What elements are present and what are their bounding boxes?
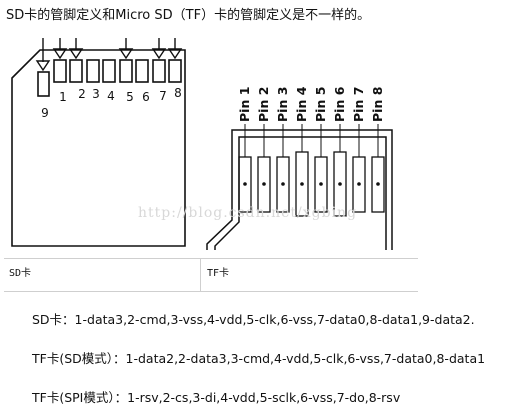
tf-spi-mode-description: TF卡(SPI模式）：1-rsv,2-cs,3-di,4-vdd,5-sclk,… (32, 390, 401, 405)
tf-pin-label: Pin 2 (256, 87, 271, 122)
sd-pin-number: 4 (107, 89, 115, 103)
sd-pin-number: 6 (142, 90, 150, 104)
tf-sd-mode-description: TF卡(SD模式）：1-data2,2-data3,3-cmd,4-vdd,5-… (32, 351, 486, 366)
sd-pad-5 (119, 59, 133, 83)
tf-pad-dot (319, 182, 323, 186)
sd-card-arrows (35, 38, 183, 72)
arrow-head (52, 48, 68, 60)
tf-pin-label: Pin 3 (275, 87, 290, 122)
watermark: http://blog.csdn.net/xgbing (138, 205, 358, 221)
sd-pin-number-9: 9 (41, 106, 49, 120)
sd-pin-number: 8 (174, 86, 182, 100)
tf-card-inner-outline (214, 136, 387, 250)
tf-pin-label: Pin 4 (294, 86, 309, 122)
arrow-head (151, 48, 167, 60)
sd-pin-number: 2 (78, 87, 86, 101)
tf-pin-label: Pin 7 (351, 87, 366, 122)
arrow-head (35, 60, 51, 72)
sd-pad-4 (102, 59, 116, 83)
sd-pin-number: 5 (126, 90, 134, 104)
sd-pin-number: 3 (92, 87, 100, 101)
page-title: SD卡的管脚定义和Micro SD（TF）卡的管脚定义是不一样的。 (6, 8, 371, 23)
tf-pad-dot (357, 182, 361, 186)
tf-pin-label: Pin 5 (313, 87, 328, 122)
sd-pad-7 (152, 59, 166, 83)
sd-pin-description: SD卡：1-data3,2-cmd,3-vss,4-vdd,5-clk,6-vs… (32, 312, 475, 327)
sd-card-pads (37, 59, 182, 97)
arrow-head (68, 48, 84, 60)
tf-pin-label: Pin 8 (370, 87, 385, 122)
sd-pin-number: 7 (159, 89, 167, 103)
caption-box (4, 258, 418, 292)
tf-pad-dot (262, 182, 266, 186)
sd-pin-number: 1 (59, 90, 67, 104)
tf-card-pads (238, 124, 385, 217)
tf-card-pin-labels: Pin 1 Pin 2 Pin 3 Pin 4 Pin 5 Pin 6 Pin 7 Pin 8 (237, 86, 385, 122)
tf-pad-dot (243, 182, 247, 186)
tf-pad-dot (376, 182, 380, 186)
sd-pad-8 (168, 59, 182, 83)
sd-pad-2 (69, 59, 83, 83)
sd-card-outline (11, 49, 186, 247)
tf-card-caption: TF卡 (207, 268, 230, 279)
tf-pad-dot (338, 182, 342, 186)
tf-pin-label: Pin 1 (237, 87, 252, 122)
tf-pin-label: Pin 6 (332, 86, 347, 122)
tf-card-diagram (206, 129, 393, 250)
tf-card-outline (206, 129, 393, 250)
arrow-head (167, 48, 183, 60)
sd-pad-3 (86, 59, 100, 83)
sd-pad-6 (135, 59, 149, 83)
sd-card-diagram (11, 49, 186, 247)
tf-pad-dot (300, 182, 304, 186)
tf-pad-dot (281, 182, 285, 186)
sd-card-caption: SD卡 (9, 268, 32, 279)
arrow-head (118, 48, 134, 60)
sd-pad-1 (53, 59, 67, 83)
sd-pad-9 (37, 71, 50, 97)
